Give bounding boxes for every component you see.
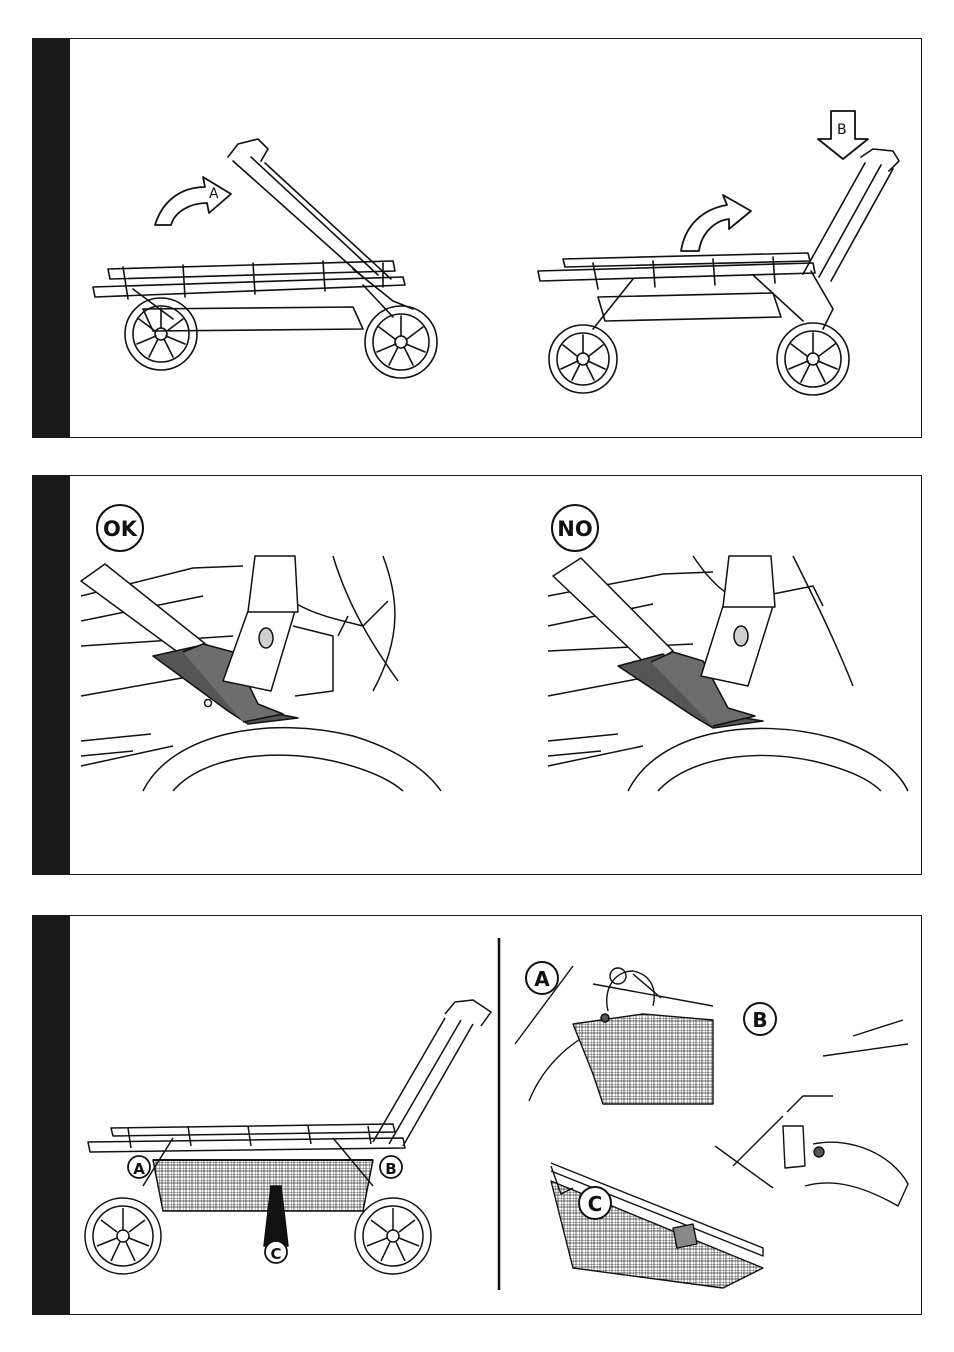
stroller-with-basket bbox=[85, 1000, 491, 1274]
svg-text:B: B bbox=[752, 1008, 767, 1032]
label-b: B bbox=[837, 122, 847, 138]
detail-b-illustration bbox=[715, 1020, 908, 1206]
svg-text:C: C bbox=[270, 1245, 281, 1263]
ok-label: OK bbox=[103, 517, 138, 541]
detail-c-badge: C bbox=[579, 1187, 611, 1219]
marker-c: C bbox=[265, 1241, 287, 1263]
panel3-illustration: A B C A bbox=[33, 916, 923, 1316]
marker-b: B bbox=[380, 1156, 402, 1178]
panel2-illustration: OK NO bbox=[33, 476, 923, 876]
no-label: NO bbox=[557, 517, 592, 541]
stroller-folding-left bbox=[93, 139, 437, 378]
label-a: A bbox=[209, 186, 219, 202]
incorrect-attachment-detail bbox=[548, 556, 908, 791]
svg-text:A: A bbox=[534, 967, 550, 991]
svg-text:C: C bbox=[588, 1192, 603, 1216]
svg-text:B: B bbox=[385, 1160, 396, 1178]
step-panel-3: A B C A bbox=[32, 915, 922, 1315]
no-badge: NO bbox=[552, 505, 598, 551]
panel1-illustration: A B bbox=[33, 39, 923, 439]
detail-b-marker: B bbox=[744, 1003, 776, 1035]
step-panel-1: A B bbox=[32, 38, 922, 438]
step-panel-2: OK NO bbox=[32, 475, 922, 875]
stroller-unfolded-right bbox=[538, 111, 899, 395]
correct-attachment-detail bbox=[81, 556, 441, 791]
ok-badge: OK bbox=[97, 505, 143, 551]
detail-c-illustration bbox=[551, 1163, 763, 1288]
marker-a: A bbox=[128, 1156, 150, 1178]
svg-text:A: A bbox=[133, 1160, 145, 1178]
detail-a-badge: A bbox=[526, 962, 558, 994]
